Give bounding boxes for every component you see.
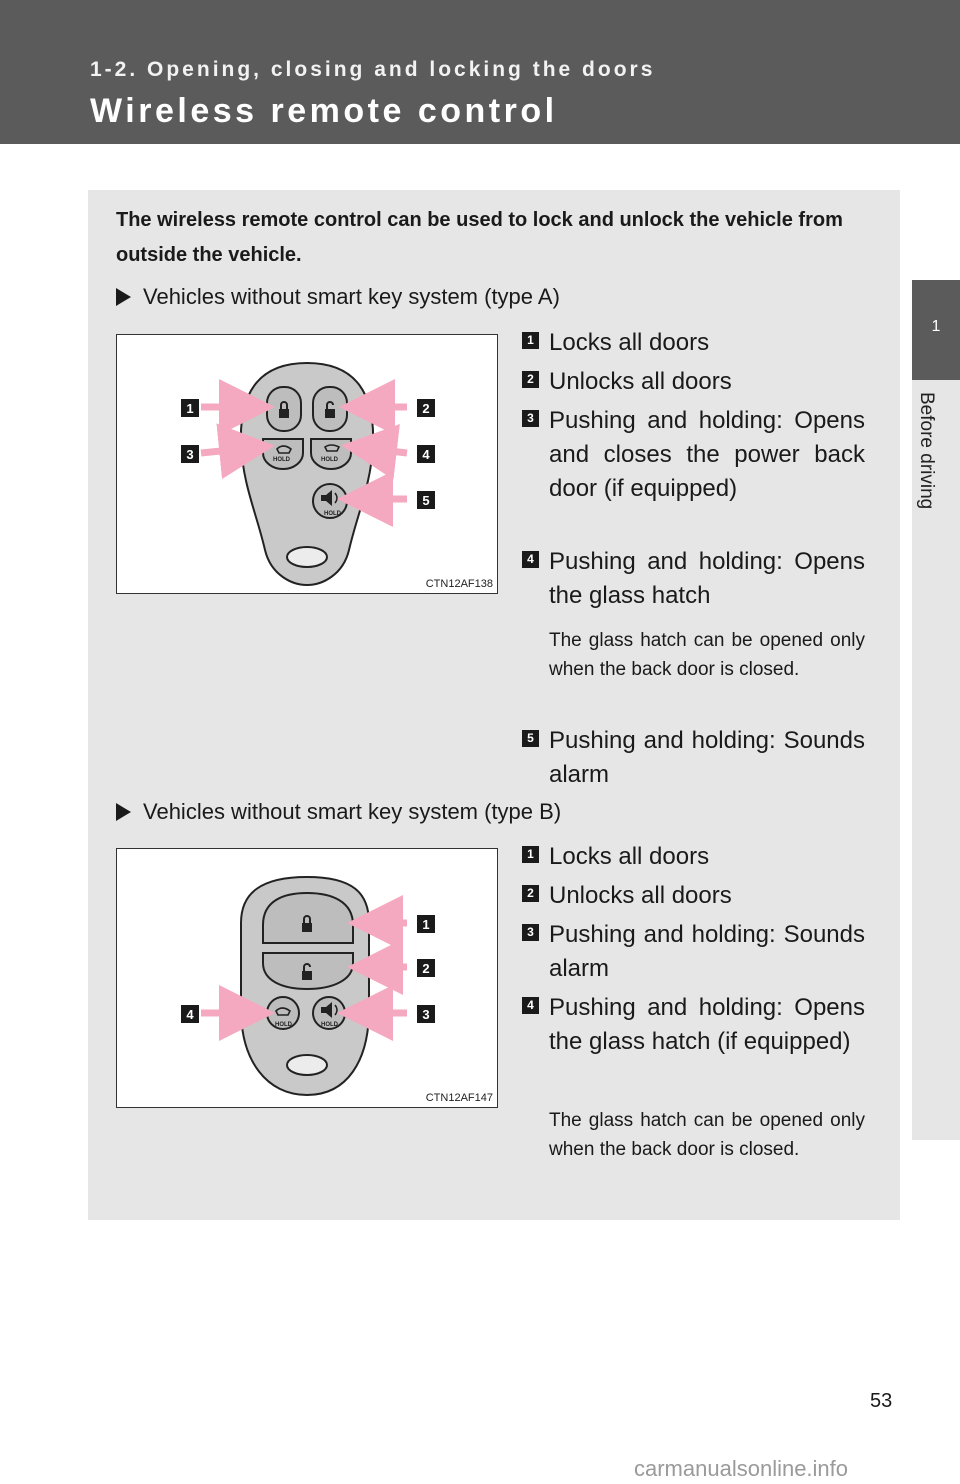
figure-code: CTN12AF138 (425, 578, 493, 590)
callout-3: 3 (181, 445, 199, 463)
item-number: 3 (522, 924, 539, 941)
item-number: 1 (522, 332, 539, 349)
hold-label: HOLD (324, 511, 342, 517)
glass-hatch-icon (275, 1007, 292, 1016)
item-number: 1 (522, 846, 539, 863)
type-a-heading: Vehicles without smart key system (type … (116, 284, 560, 310)
page-number: 53 (870, 1390, 893, 1412)
type-a-item: 1 Locks all doors (522, 326, 865, 360)
lock-icon (279, 401, 289, 418)
type-b-heading: Vehicles without smart key system (type … (116, 799, 561, 825)
item-number: 5 (522, 730, 539, 747)
type-b-item: 2 Unlocks all doors (522, 879, 865, 913)
intro-text: The wireless remote control can be used … (116, 209, 843, 266)
item-text: Pushing and holding: Opens and closes th… (549, 407, 865, 502)
svg-text:2: 2 (422, 401, 429, 416)
type-b-figure: HOLD HOLD 1 2 4 3 CTN12AF147 (116, 848, 498, 1108)
type-a-item: 3 Pushing and holding: Opens and closes … (522, 404, 865, 506)
hold-label: HOLD (273, 457, 291, 463)
glass-hatch-button (310, 438, 352, 470)
svg-text:1: 1 (422, 917, 429, 932)
hold-label: HOLD (321, 1022, 339, 1028)
callout-2: 2 (417, 959, 435, 977)
chapter-title: Before driving (916, 392, 937, 510)
callout-2: 2 (417, 399, 435, 417)
callout-1: 1 (181, 399, 199, 417)
svg-text:1: 1 (186, 401, 193, 416)
item-text: Locks all doors (549, 843, 710, 870)
type-a-heading-text: Vehicles without smart key system (type … (143, 284, 560, 309)
figure-code: CTN12AF147 (425, 1092, 493, 1104)
callout-4: 4 (181, 1005, 199, 1023)
key-ring-slot (286, 1054, 328, 1076)
type-a-item: 4 Pushing and holding: Opens the glass h… (522, 545, 865, 613)
triangle-bullet-icon (116, 288, 131, 306)
item-text: Pushing and holding: Sounds alarm (549, 921, 865, 982)
section-title: 1-2. Opening, closing and locking the do… (90, 58, 656, 81)
callout-5: 5 (417, 491, 435, 509)
key-ring-slot (286, 546, 328, 568)
unlock-icon (302, 963, 312, 980)
item-number: 2 (522, 885, 539, 902)
page-title: Wireless remote control (90, 92, 558, 130)
type-b-item: 4 Pushing and holding: Opens the glass h… (522, 991, 865, 1059)
svg-text:2: 2 (422, 961, 429, 976)
item-number: 3 (522, 410, 539, 427)
glass-hatch-icon (323, 444, 341, 452)
type-b-note: The glass hatch can be opened only when … (549, 1110, 865, 1160)
page-header: 1-2. Opening, closing and locking the do… (0, 0, 960, 144)
type-a-item: 2 Unlocks all doors (522, 365, 865, 399)
item-text: Pushing and holding: Sounds alarm (549, 727, 865, 788)
item-number: 2 (522, 371, 539, 388)
svg-text:3: 3 (422, 1007, 429, 1022)
item-text: Unlocks all doors (549, 368, 732, 395)
item-text: Pushing and holding: Opens the glass hat… (549, 994, 865, 1055)
back-door-icon (276, 445, 293, 454)
remote-a-illustration: HOLD HOLD HOLD 1 2 3 4 5 (181, 361, 435, 587)
callout-4: 4 (417, 445, 435, 463)
back-door-button (262, 438, 304, 470)
svg-text:4: 4 (422, 447, 430, 462)
triangle-bullet-icon (116, 803, 131, 821)
hold-label: HOLD (275, 1022, 293, 1028)
item-text: Pushing and holding: Opens the glass hat… (549, 548, 865, 609)
callout-1: 1 (417, 915, 435, 933)
item-text: Locks all doors (549, 329, 710, 356)
chapter-title-tab: Before driving (912, 380, 960, 1140)
type-a-item: 5 Pushing and holding: Sounds alarm (522, 724, 865, 792)
type-b-heading-text: Vehicles without smart key system (type … (143, 799, 562, 824)
remote-b-illustration: HOLD HOLD 1 2 4 3 (181, 875, 435, 1097)
type-b-item: 1 Locks all doors (522, 840, 865, 874)
svg-text:3: 3 (186, 447, 193, 462)
type-a-figure: HOLD HOLD HOLD 1 2 3 4 5 CTN12AF138 (116, 334, 498, 594)
watermark[interactable]: carmanualsonline.info (634, 1456, 849, 1481)
item-number: 4 (522, 551, 539, 568)
type-a-note: The glass hatch can be opened only when … (549, 630, 865, 680)
unlock-icon (325, 401, 335, 418)
item-text: Unlocks all doors (549, 882, 732, 909)
hold-label: HOLD (321, 457, 339, 463)
lock-icon (302, 915, 312, 932)
svg-text:5: 5 (422, 493, 429, 508)
lock-button (262, 891, 354, 944)
svg-text:4: 4 (186, 1007, 194, 1022)
type-b-item: 3 Pushing and holding: Sounds alarm (522, 918, 865, 986)
item-number: 4 (522, 997, 539, 1014)
chapter-tab: 1 (912, 280, 960, 380)
chapter-number: 1 (931, 318, 941, 335)
callout-3: 3 (417, 1005, 435, 1023)
